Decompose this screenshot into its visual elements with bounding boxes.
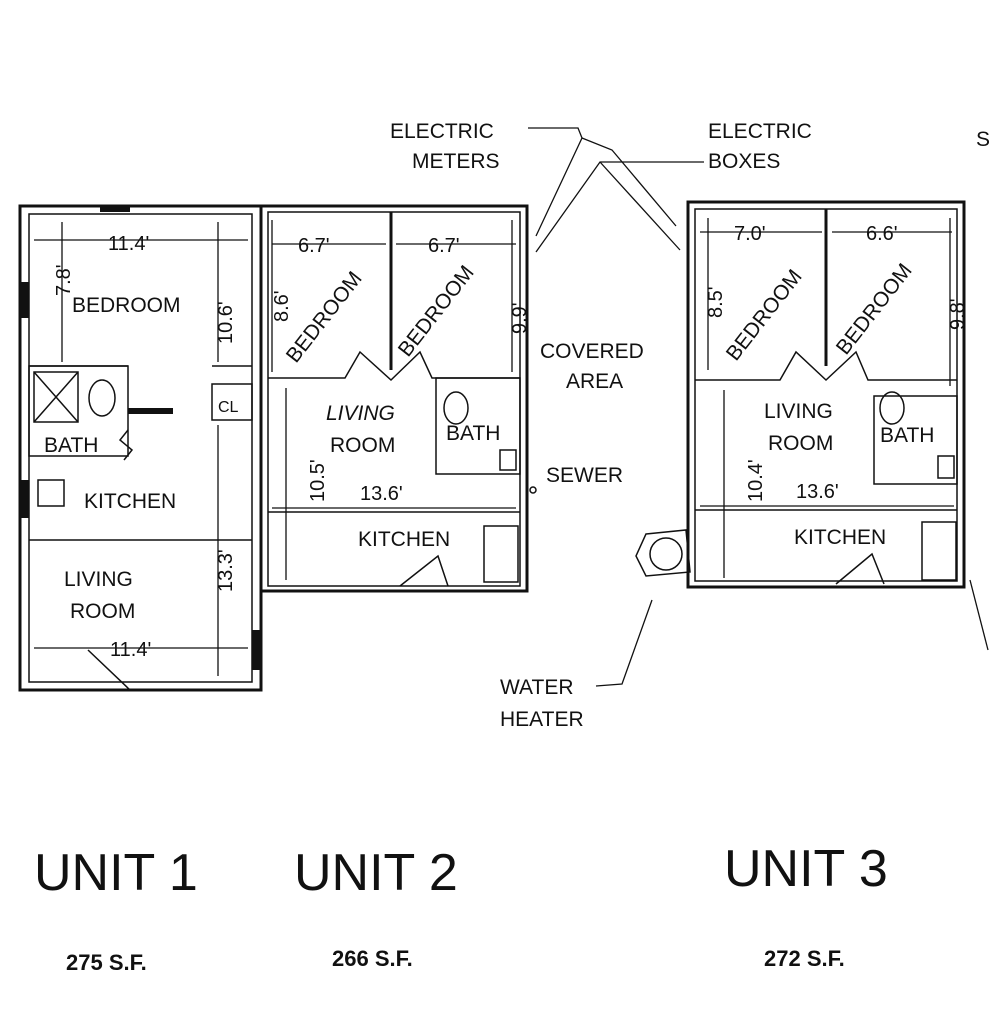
unit-1-window-left (20, 282, 29, 318)
unit-1-bedroom-label: BEDROOM (72, 294, 181, 317)
unit-1-window-left-lower (20, 480, 29, 518)
water-heater-leader (595, 599, 653, 687)
unit-3-bedroom-a-label: BEDROOM (722, 265, 807, 365)
covered-area-label-1: COVERED (540, 340, 644, 363)
unit-3-bath-box (873, 395, 958, 485)
unit-2-living-width: 13.6' (360, 483, 403, 505)
unit-2-living-height: 10.5' (307, 459, 329, 502)
water-heater-tank (649, 537, 683, 571)
unit-3-kitchen-label: KITCHEN (794, 526, 886, 549)
callouts: ELECTRIC METERS ELECTRIC BOXES COVERED A… (390, 120, 989, 731)
sewer-marker (529, 486, 537, 494)
unit-3-living-width: 13.6' (796, 481, 839, 503)
unit-1-closet (211, 383, 253, 421)
unit-1-living-label-1: LIVING (64, 568, 133, 591)
unit-3-living-label-2: ROOM (768, 432, 833, 455)
unit-1-window-top (100, 206, 130, 212)
unit-3-living-height: 10.4' (745, 459, 767, 502)
unit-2-bed-a-width: 6.7' (298, 235, 330, 257)
shower-cross-b (33, 371, 79, 423)
unit-2-area: 266 S.F. (332, 946, 413, 971)
unit-1-bed-depth: 7.8' (53, 264, 75, 296)
unit-3-entry-door (835, 552, 885, 585)
unit-2-bed-b-width: 6.7' (428, 235, 460, 257)
electric-boxes-label-1: ELECTRIC (708, 120, 812, 143)
unit-3-bed-b-depth: 9.8' (947, 298, 969, 330)
edge-letter: S (976, 128, 989, 151)
unit-1-kitchen-label: KITCHEN (84, 490, 176, 513)
unit-3-living-label-1: LIVING (764, 400, 833, 423)
unit-2-living-label-1: LIVING (326, 402, 395, 425)
unit-2-bed-partition (268, 350, 520, 382)
electric-meters-label-2: METERS (412, 150, 500, 173)
unit-2-kitchen-label: KITCHEN (358, 528, 450, 551)
unit-1-living-height: 13.3' (215, 549, 237, 592)
unit-1-title: UNIT 1 (34, 844, 198, 902)
unit-2-living-label-2: ROOM (330, 434, 395, 457)
unit-1-living-width: 11.4' (110, 639, 151, 661)
unit-1-bath-door (128, 408, 173, 414)
water-heater-icon (635, 529, 691, 577)
unit-titles: UNIT 1 UNIT 2 UNIT 3 275 S.F. 266 S.F. 2… (34, 840, 888, 975)
unit-3-title: UNIT 3 (724, 840, 888, 898)
electric-boxes-leader (535, 161, 704, 253)
unit-1-closet-label: CL (218, 399, 239, 416)
covered-area-label-2: AREA (566, 370, 623, 393)
edge-leader (969, 579, 989, 651)
unit-1-area: 275 S.F. (66, 950, 147, 975)
sink-icon (937, 455, 955, 479)
unit-1-entry-door (87, 649, 175, 691)
unit-2-plan: 6.7' 6.7' 8.6' 9.9' 10.5' 13.6' BEDROOM … (259, 204, 531, 593)
unit-2-bath-label: BATH (446, 422, 500, 445)
unit-1-living-label-2: ROOM (70, 600, 135, 623)
sink-icon (499, 449, 517, 471)
shower-icon (33, 371, 79, 423)
unit-1-bed-width: 11.4' (108, 233, 149, 255)
unit-3-bedroom-b-label: BEDROOM (832, 259, 917, 359)
unit-3-area: 272 S.F. (764, 946, 845, 971)
unit-2-bedroom-b-label: BEDROOM (394, 261, 479, 361)
electric-meters-leader (528, 127, 583, 237)
unit-3-plan: 7.0' 6.6' 8.5' 9.8' 10.4' 13.6' BEDROOM … (686, 200, 969, 589)
electric-meters-label-1: ELECTRIC (390, 120, 494, 143)
electric-meters-leader-b (581, 137, 677, 227)
unit-1-window-right (252, 630, 261, 670)
water-heater-label-1: WATER (500, 676, 574, 699)
unit-2-stove-icon (483, 525, 519, 583)
sewer-label: SEWER (546, 464, 623, 487)
unit-2-entry-door (399, 554, 449, 587)
toilet-icon (443, 391, 469, 425)
unit-3-bath-label: BATH (880, 424, 934, 447)
unit-3-bed-a-width: 7.0' (734, 223, 766, 245)
toilet-icon (88, 379, 116, 417)
unit-1-bath-break (118, 429, 134, 461)
unit-3-bed-a-depth: 8.5' (705, 286, 727, 318)
unit-2-bed-a-depth: 8.6' (271, 290, 293, 322)
unit-3-stove-icon (921, 521, 957, 581)
unit-2-bedroom-a-label: BEDROOM (282, 267, 367, 367)
unit-2-title: UNIT 2 (294, 844, 458, 902)
unit-1-bed-side: 10.6' (215, 301, 237, 344)
unit-3-bed-partition (695, 350, 957, 382)
unit-3-bed-b-width: 6.6' (866, 223, 898, 245)
unit-1-plan: 11.4' 7.8' 10.6' 13.3' 11.4' BEDROOM BAT… (18, 204, 263, 692)
water-heater-label-2: HEATER (500, 708, 584, 731)
unit-3-outer-wall (686, 200, 966, 589)
unit-2-bath-box (435, 377, 521, 475)
unit-1-bath-label: BATH (44, 434, 98, 457)
toilet-icon (879, 391, 905, 425)
unit-2-bed-b-depth: 9.9' (509, 302, 531, 334)
electric-boxes-label-2: BOXES (708, 150, 780, 173)
unit-2-outer-wall (259, 204, 529, 593)
electric-boxes-leader-b (599, 161, 681, 251)
sink-icon (37, 479, 65, 507)
